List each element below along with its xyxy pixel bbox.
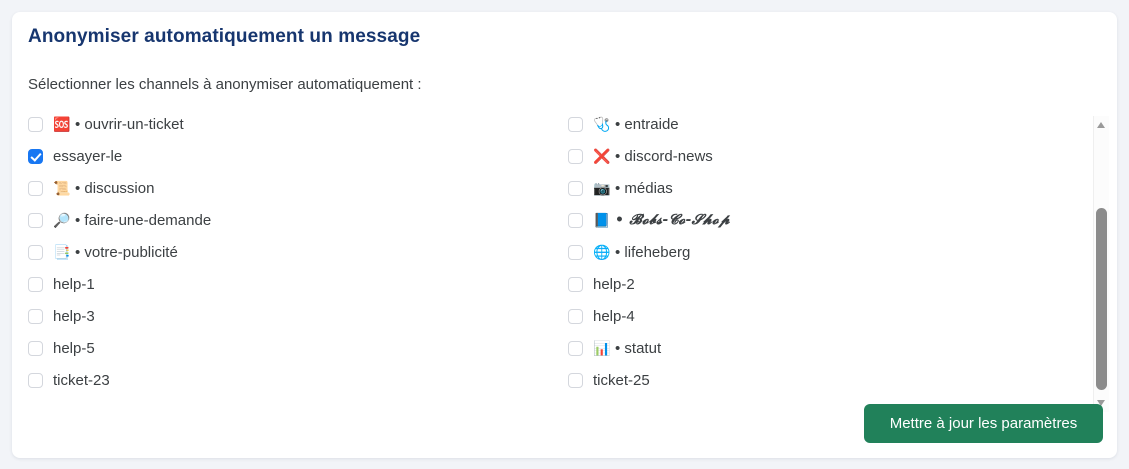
instruction-text: Sélectionner les channels à anonymiser a…	[28, 76, 422, 93]
channel-label: • discussion	[75, 179, 155, 197]
channel-label: help-4	[593, 307, 635, 325]
channel-label: help-5	[53, 339, 95, 357]
channel-checkbox[interactable]	[28, 116, 43, 132]
channel-emoji-icon: 🩺	[593, 116, 611, 132]
channel-row[interactable]: 🆘• ouvrir-un-ticket	[28, 108, 548, 140]
scrollbar-thumb[interactable]	[1096, 208, 1107, 390]
channel-row[interactable]: 📷• médias	[568, 172, 1088, 204]
update-settings-button[interactable]: Mettre à jour les paramètres	[864, 404, 1103, 443]
channel-label: help-2	[593, 275, 635, 293]
channel-row[interactable]: help-3	[28, 300, 548, 332]
channel-row[interactable]: essayer-le	[28, 140, 548, 172]
channel-label: ticket-25	[593, 371, 650, 389]
channel-emoji-icon: 📘	[593, 212, 611, 228]
channel-label: • ouvrir-un-ticket	[75, 115, 184, 133]
channel-checkbox[interactable]	[568, 212, 583, 228]
channel-emoji-icon: 🔎	[53, 212, 71, 228]
channel-row[interactable]: help-4	[568, 300, 1088, 332]
channel-label: • faire-une-demande	[75, 211, 212, 229]
channel-checkbox[interactable]	[568, 180, 583, 196]
channel-label: ticket-23	[53, 371, 110, 389]
channel-row[interactable]: 📘• 𝓑𝓸𝓫𝓼-𝓒𝓸-𝓢𝓱𝓸𝓹	[568, 204, 1088, 236]
channel-checkbox[interactable]	[28, 276, 43, 292]
channel-label: • 𝓑𝓸𝓫𝓼-𝓒𝓸-𝓢𝓱𝓸𝓹	[615, 212, 730, 228]
channel-row[interactable]: 📑• votre-publicité	[28, 236, 548, 268]
channel-emoji-icon: 📊	[593, 340, 611, 356]
channel-row[interactable]: 📜• discussion	[28, 172, 548, 204]
channel-row[interactable]: ❌• discord-news	[568, 140, 1088, 172]
anonymise-settings-card: Anonymiser automatiquement un message Sé…	[12, 12, 1117, 458]
channel-row[interactable]: ticket-25	[568, 364, 1088, 396]
channel-checkbox[interactable]	[568, 148, 583, 164]
channel-row[interactable]: help-2	[568, 268, 1088, 300]
channel-column-right: 🩺• entraide❌• discord-news📷• médias📘• 𝓑𝓸…	[568, 102, 1088, 396]
channel-checkbox[interactable]	[568, 276, 583, 292]
channel-label: • statut	[615, 339, 662, 357]
channel-emoji-icon: 📜	[53, 180, 71, 196]
channel-checkbox[interactable]	[568, 116, 583, 132]
channel-label: • lifeheberg	[615, 243, 691, 261]
channel-list-scroll-area[interactable]: 🆘• ouvrir-un-ticket essayer-le 📜• discussi…	[12, 102, 1097, 410]
channel-emoji-icon: 📑	[53, 244, 71, 260]
channel-list-scrollbar[interactable]	[1093, 116, 1109, 412]
channel-checkbox[interactable]	[568, 340, 583, 356]
channel-label: • votre-publicité	[75, 243, 178, 261]
channel-emoji-icon: ❌	[593, 148, 611, 164]
channel-checkbox[interactable]	[568, 244, 583, 260]
channel-row[interactable]: ticket-23	[28, 364, 548, 396]
channel-checkbox[interactable]	[28, 244, 43, 260]
channel-checkbox[interactable]	[28, 180, 43, 196]
channel-label: help-1	[53, 275, 95, 293]
channel-checkbox[interactable]	[568, 308, 583, 324]
channel-checkbox[interactable]	[28, 148, 43, 164]
channel-checkbox[interactable]	[28, 340, 43, 356]
channel-label: essayer-le	[53, 147, 123, 165]
page-title: Anonymiser automatiquement un message	[28, 26, 421, 47]
channel-label: • entraide	[615, 115, 679, 133]
channel-checkbox[interactable]	[28, 308, 43, 324]
channel-column-left: 🆘• ouvrir-un-ticket essayer-le 📜• discussi…	[28, 102, 548, 396]
channel-row[interactable]: 🩺• entraide	[568, 108, 1088, 140]
channel-row[interactable]: help-1	[28, 268, 548, 300]
channel-label: • médias	[615, 179, 673, 197]
channel-emoji-icon: 📷	[593, 180, 611, 196]
channel-row[interactable]: 🌐• lifeheberg	[568, 236, 1088, 268]
channel-row[interactable]: 📊• statut	[568, 332, 1088, 364]
channel-checkbox[interactable]	[28, 212, 43, 228]
channel-checkbox[interactable]	[568, 372, 583, 388]
channel-checkbox[interactable]	[28, 372, 43, 388]
channel-row[interactable]: 🔎• faire-une-demande	[28, 204, 548, 236]
channel-row[interactable]: help-5	[28, 332, 548, 364]
channel-label: help-3	[53, 307, 95, 325]
channel-emoji-icon: 🌐	[593, 244, 611, 260]
scroll-down-arrow-icon[interactable]	[1094, 396, 1109, 410]
channel-label: • discord-news	[615, 147, 713, 165]
channel-emoji-icon: 🆘	[53, 116, 71, 132]
scroll-up-arrow-icon[interactable]	[1094, 118, 1109, 132]
